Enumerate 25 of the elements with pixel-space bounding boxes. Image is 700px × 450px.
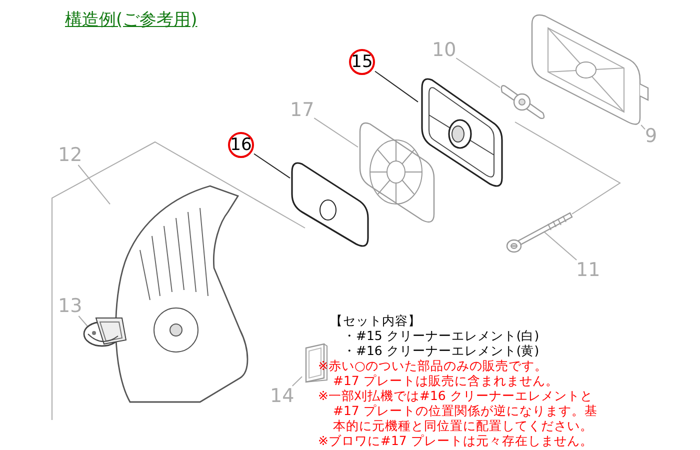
leader-line [254,153,290,179]
list-item: ・#16 クリーナーエレメント(黄) [343,343,540,358]
callout-number: 13 [58,296,82,316]
list-item: ・#15 クリーナーエレメント(白) [343,328,540,343]
leader-line [640,124,646,130]
list-heading: 【セット内容】 [330,313,421,328]
callout-number: 17 [290,100,314,120]
callout-number: 12 [58,145,82,165]
note-text: ※一部刈払機では#16 クリーナーエレメントと#17 プレートの位置関係が逆になります。基本的に元機種と同位置に配置してください。 [318,388,598,433]
leader-line [78,316,90,328]
callout-number: 10 [432,40,456,60]
callout-number: 16 [228,132,254,158]
title: 構造例(ご参考用) [65,9,198,31]
callout-number: 9 [645,126,658,146]
leader-line [292,376,302,386]
note-text: ※赤い○のついた部品のみの販売です。#17 プレートは販売に含まれません。 [318,358,560,388]
leader-line [542,230,578,260]
leader-line [314,118,358,148]
note-text: ※ブロワに#17 プレートは元々存在しません。 [318,433,593,448]
callout-number: 15 [349,49,375,75]
leader-line [456,58,500,88]
callout-number: 14 [270,386,294,406]
leader-line [78,164,110,205]
callout-number: 11 [576,260,600,280]
leader-line [374,70,418,102]
